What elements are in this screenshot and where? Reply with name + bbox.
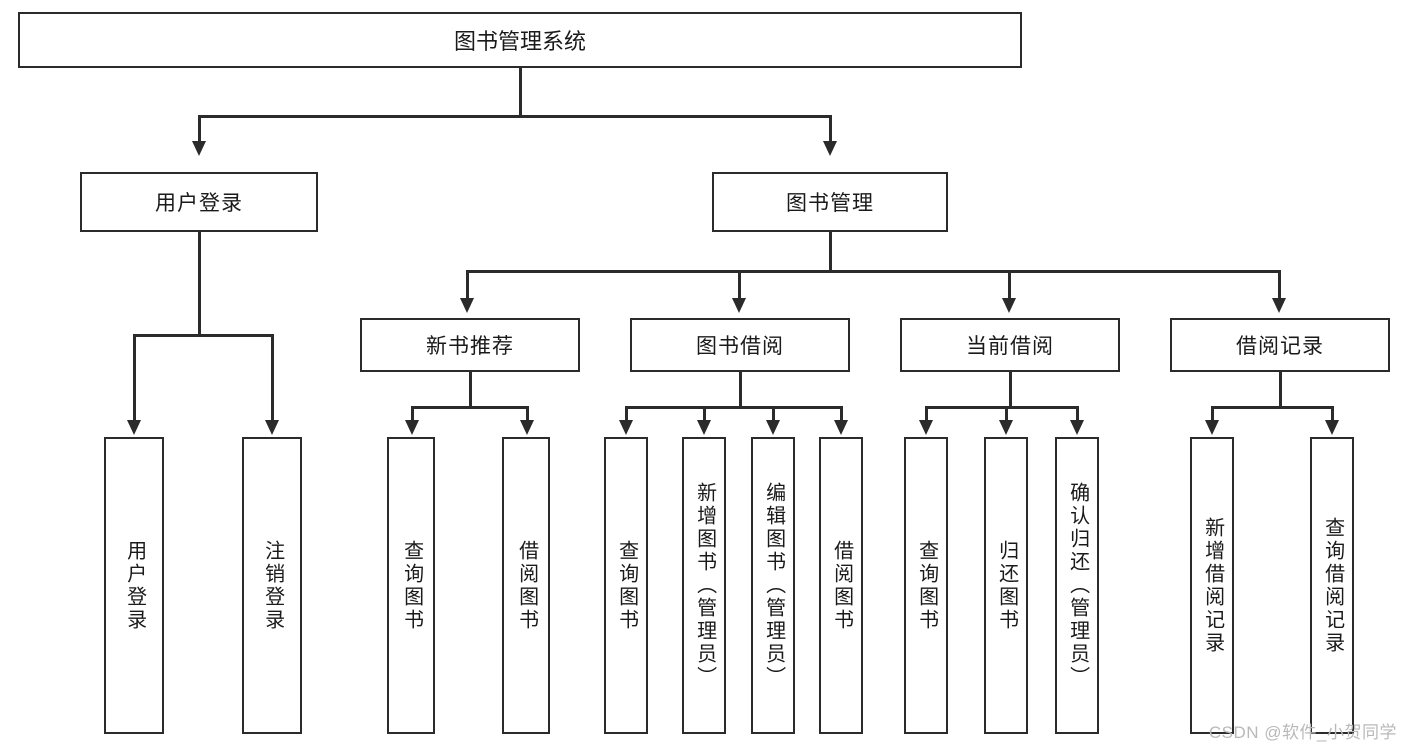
leaf-label: 用户登录 [123,539,146,632]
connector-bb-drop-3 [772,406,775,420]
connector-root-stem [519,68,522,115]
leaf-book-borrow-add-book-admin[interactable]: 新增图书（管理员） [682,437,726,734]
connector-br-stem [1279,372,1282,406]
arrowhead-to-current-borrow [1002,298,1016,313]
arrowhead-cb-leaf-1 [919,420,933,435]
leaf-current-borrow-return-book[interactable]: 归还图书 [984,437,1028,734]
node-label: 图书管理 [786,192,874,215]
node-root-book-management-system[interactable]: 图书管理系统 [18,12,1022,68]
leaf-new-book-borrow-book[interactable]: 借阅图书 [502,437,550,734]
connector-bb-stem [739,372,742,406]
arrowhead-bb-leaf-2 [697,420,711,435]
connector-cb-drop-2 [1005,406,1008,420]
leaf-book-borrow-borrow-book[interactable]: 借阅图书 [819,437,863,734]
connector-user-login-bus [133,334,273,337]
connector-bb-bus [625,406,842,409]
arrowhead-br-leaf-1 [1205,420,1219,435]
leaf-label: 查询图书 [400,539,423,632]
connector-root-drop-left [198,115,201,141]
leaf-current-borrow-query-book[interactable]: 查询图书 [904,437,948,734]
arrowhead-bb-leaf-1 [619,420,633,435]
node-label: 新书推荐 [426,335,514,358]
connector-bm-drop-4 [1278,270,1281,298]
node-new-book-recommend[interactable]: 新书推荐 [360,318,580,372]
arrowhead-user-login-leaf-2 [265,420,279,435]
connector-user-login-stem [198,232,201,334]
leaf-new-book-query-book[interactable]: 查询图书 [387,437,435,734]
connector-nbr-drop-2 [526,406,529,420]
connector-nbr-stem [469,372,472,406]
connector-bm-drop-1 [466,270,469,298]
leaf-label: 借阅图书 [515,539,538,632]
connector-cb-drop-1 [925,406,928,420]
connector-bm-drop-3 [1008,270,1011,298]
node-label: 当前借阅 [966,335,1054,358]
node-current-borrow[interactable]: 当前借阅 [900,318,1120,372]
connector-br-drop-1 [1211,406,1214,420]
node-label: 图书借阅 [696,335,784,358]
leaf-borrow-record-query-record[interactable]: 查询借阅记录 [1310,437,1354,734]
leaf-label: 查询借阅记录 [1321,516,1344,655]
connector-user-login-drop-1 [133,334,136,420]
connector-bm-drop-2 [738,270,741,298]
leaf-user-login-login[interactable]: 用户登录 [104,437,164,734]
arrowhead-user-login-leaf-1 [127,420,141,435]
arrowhead-to-user-login [192,141,206,156]
leaf-label: 注销登录 [261,539,284,632]
connector-nbr-bus [411,406,528,409]
connector-bb-drop-1 [625,406,628,420]
arrowhead-nbr-leaf-2 [520,420,534,435]
leaf-user-login-logout[interactable]: 注销登录 [242,437,302,734]
leaf-label: 归还图书 [995,539,1018,632]
leaf-label: 确认归还（管理员） [1066,482,1089,689]
arrowhead-bb-leaf-3 [766,420,780,435]
leaf-book-borrow-edit-book-admin[interactable]: 编辑图书（管理员） [751,437,795,734]
connector-br-drop-2 [1331,406,1334,420]
arrowhead-cb-leaf-3 [1070,420,1084,435]
arrowhead-cb-leaf-2 [999,420,1013,435]
node-user-login[interactable]: 用户登录 [80,172,318,232]
node-label: 图书管理系统 [453,29,586,54]
connector-cb-bus [925,406,1078,409]
arrowhead-br-leaf-2 [1325,420,1339,435]
arrowhead-to-borrow-record [1272,298,1286,313]
leaf-label: 借阅图书 [830,539,853,632]
arrowhead-bb-leaf-4 [834,420,848,435]
arrowhead-to-new-book-recommend [460,298,474,313]
node-label: 借阅记录 [1236,335,1324,358]
connector-book-management-stem [829,232,832,270]
leaf-borrow-record-add-record[interactable]: 新增借阅记录 [1190,437,1234,734]
leaf-label: 新增借阅记录 [1201,516,1224,655]
csdn-watermark: CSDN @软件_小贺同学 [1208,723,1397,742]
connector-book-management-bus [466,270,1280,273]
leaf-label: 新增图书（管理员） [693,482,716,689]
connector-bb-drop-4 [840,406,843,420]
connector-cb-drop-3 [1076,406,1079,420]
connector-br-bus [1211,406,1333,409]
connector-root-bus [198,115,831,118]
leaf-label: 查询图书 [915,539,938,632]
connector-root-drop-right [829,115,832,141]
leaf-current-borrow-confirm-return-admin[interactable]: 确认归还（管理员） [1055,437,1099,734]
arrowhead-to-book-management [823,141,837,156]
leaf-label: 编辑图书（管理员） [762,482,785,689]
connector-cb-stem [1009,372,1012,406]
arrowhead-nbr-leaf-1 [405,420,419,435]
connector-bb-drop-2 [703,406,706,420]
node-book-management[interactable]: 图书管理 [712,172,948,232]
arrowhead-to-book-borrow [732,298,746,313]
connector-user-login-drop-2 [271,334,274,420]
leaf-book-borrow-query-book[interactable]: 查询图书 [604,437,648,734]
node-borrow-record[interactable]: 借阅记录 [1170,318,1390,372]
node-book-borrow[interactable]: 图书借阅 [630,318,850,372]
node-label: 用户登录 [155,192,243,215]
leaf-label: 查询图书 [615,539,638,632]
connector-nbr-drop-1 [411,406,414,420]
